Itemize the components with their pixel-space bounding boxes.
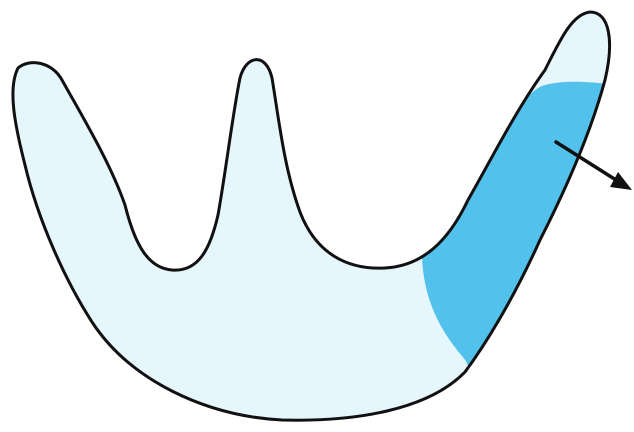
arrow-head xyxy=(610,172,632,190)
